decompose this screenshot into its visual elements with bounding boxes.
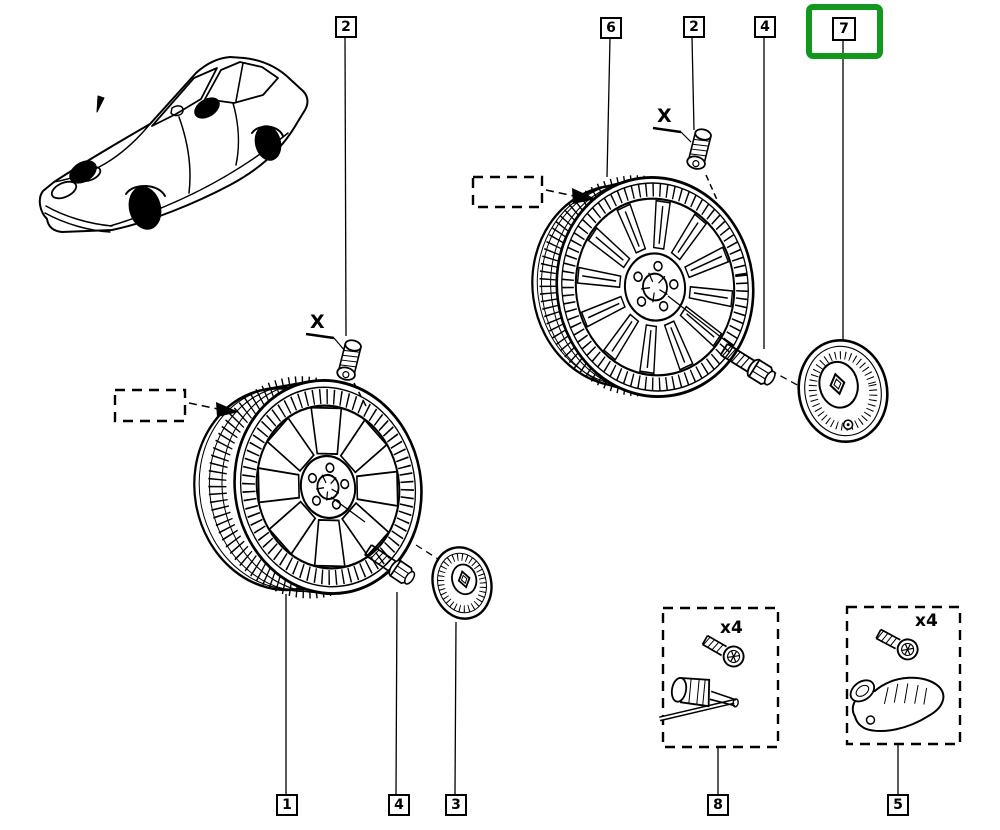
highlight-frame <box>806 4 883 59</box>
wheel-item-6 <box>531 175 755 398</box>
callout-1[interactable]: 1 <box>276 794 298 816</box>
wheel-item-1 <box>193 376 423 599</box>
kit5-clip-part <box>849 676 945 732</box>
callout-2-right[interactable]: 2 <box>683 16 705 38</box>
hubcap-item-3 <box>431 546 493 620</box>
callout-4-top[interactable]: 4 <box>754 16 776 38</box>
kit8-valve-part <box>659 677 739 722</box>
bolt-item-2-right <box>685 126 714 172</box>
renault-diamond-logo-cap3 <box>457 570 471 589</box>
renault-diamond-logo-cap7 <box>829 372 846 396</box>
callout-6[interactable]: 6 <box>600 17 622 39</box>
callout-4-bottom[interactable]: 4 <box>388 794 410 816</box>
kit-box-item-5 <box>845 605 962 746</box>
callout-3[interactable]: 3 <box>445 794 467 816</box>
car-illustration <box>38 56 309 233</box>
quantity-label-box8: x4 <box>720 618 743 638</box>
callout-2-left[interactable]: 2 <box>335 16 357 38</box>
reference-box-left <box>113 388 239 423</box>
leader-lines <box>285 36 899 795</box>
x-marker-left: X <box>310 311 325 333</box>
callout-7-highlighted[interactable]: 7 <box>832 17 856 41</box>
reference-box-right <box>471 175 596 209</box>
car-wheels-highlight <box>69 97 282 230</box>
x-marker-right: X <box>657 105 672 127</box>
centercap-item-7 <box>797 338 889 444</box>
quantity-label-box5: x4 <box>915 611 938 631</box>
callout-8[interactable]: 8 <box>707 794 729 816</box>
kit-box-item-8 <box>659 606 780 749</box>
callout-5[interactable]: 5 <box>887 794 909 816</box>
